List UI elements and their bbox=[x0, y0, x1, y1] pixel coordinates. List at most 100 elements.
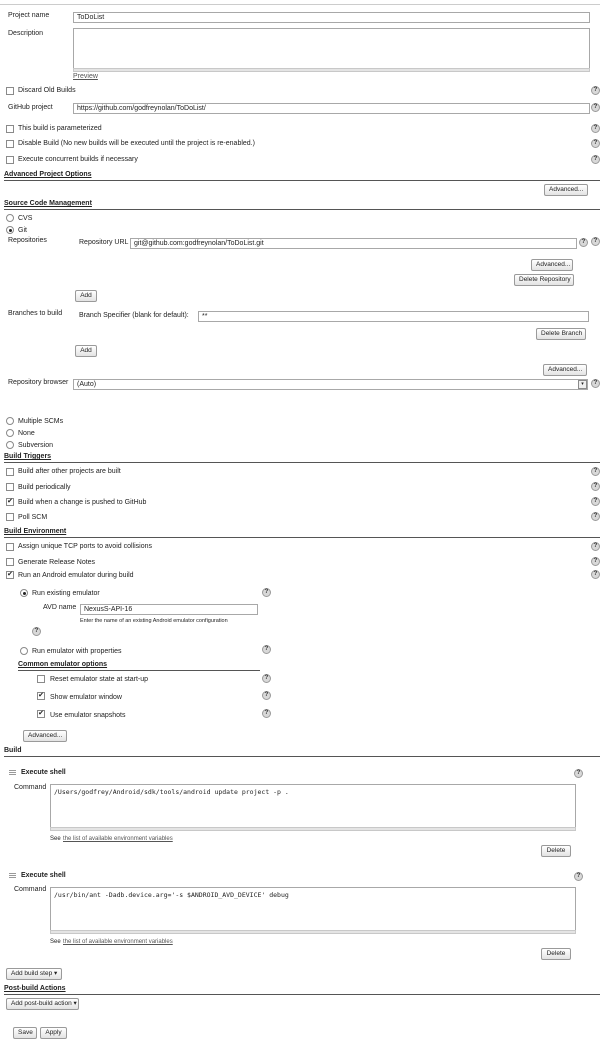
step1-resize-grip[interactable] bbox=[50, 827, 576, 831]
repository-browser-select[interactable]: (Auto) bbox=[73, 379, 588, 390]
delete-repository-button[interactable]: Delete Repository bbox=[514, 274, 574, 286]
step1-see-text: See bbox=[50, 836, 61, 842]
add-repository-button[interactable]: Add bbox=[75, 290, 97, 302]
step1-command-textarea[interactable]: /Users/godfrey/Android/sdk/tools/android… bbox=[50, 784, 576, 828]
step2-env-vars-link[interactable]: the list of available environment variab… bbox=[63, 939, 173, 945]
show-window-checkbox[interactable]: ✔ bbox=[37, 692, 45, 700]
repository-url-input[interactable]: git@github.com:godfreynolan/ToDoList.git bbox=[130, 238, 577, 249]
step2-delete-button[interactable]: Delete bbox=[541, 948, 571, 960]
save-button[interactable]: Save bbox=[13, 1027, 37, 1039]
discard-old-builds-checkbox[interactable] bbox=[6, 87, 14, 95]
help-icon[interactable]: ? bbox=[591, 467, 600, 476]
run-with-properties-radio[interactable] bbox=[20, 647, 28, 655]
help-icon[interactable]: ? bbox=[591, 103, 600, 112]
help-icon[interactable]: ? bbox=[262, 588, 271, 597]
common-emulator-options-heading: Common emulator options bbox=[18, 661, 108, 668]
build-triggers-heading: Build Triggers bbox=[4, 453, 52, 460]
chevron-down-icon[interactable]: ▾ bbox=[578, 380, 587, 389]
cvs-radio[interactable] bbox=[6, 214, 14, 222]
disable-build-label: Disable Build (No new builds will be exe… bbox=[18, 140, 255, 147]
section-divider bbox=[4, 180, 600, 181]
section-divider bbox=[4, 994, 600, 995]
github-project-input[interactable]: https://github.com/godfreynolan/ToDoList… bbox=[73, 103, 590, 114]
help-icon[interactable]: ? bbox=[591, 124, 600, 133]
repo-advanced-button[interactable]: Advanced... bbox=[531, 259, 573, 271]
help-icon[interactable]: ? bbox=[262, 709, 271, 718]
avd-name-input[interactable]: NexusS-API-16 bbox=[80, 604, 258, 615]
section-divider bbox=[4, 537, 600, 538]
post-build-heading: Post-build Actions bbox=[4, 985, 66, 992]
add-branch-button[interactable]: Add bbox=[75, 345, 97, 357]
help-icon[interactable]: ? bbox=[591, 237, 600, 246]
tcp-ports-checkbox[interactable] bbox=[6, 543, 14, 551]
branch-specifier-input[interactable]: ** bbox=[198, 311, 589, 322]
reset-state-checkbox[interactable] bbox=[37, 675, 45, 683]
preview-link[interactable]: Preview bbox=[73, 73, 98, 80]
help-icon[interactable]: ? bbox=[591, 570, 600, 579]
step1-command-label: Command bbox=[14, 784, 47, 791]
help-icon[interactable]: ? bbox=[262, 645, 271, 654]
help-icon[interactable]: ? bbox=[32, 627, 41, 636]
step1-title: Execute shell bbox=[21, 769, 66, 776]
step2-resize-grip[interactable] bbox=[50, 930, 576, 934]
help-icon[interactable]: ? bbox=[574, 769, 583, 778]
reset-state-label: Reset emulator state at start-up bbox=[50, 676, 149, 683]
multiple-scms-radio[interactable] bbox=[6, 417, 14, 425]
git-radio[interactable] bbox=[6, 226, 14, 234]
github-project-label: GitHub project bbox=[8, 104, 53, 111]
help-icon[interactable]: ? bbox=[591, 86, 600, 95]
drag-handle-icon[interactable] bbox=[9, 770, 16, 776]
add-build-step-button[interactable]: Add build step ▾ bbox=[6, 968, 62, 980]
step1-delete-button[interactable]: Delete bbox=[541, 845, 571, 857]
concurrent-builds-checkbox[interactable] bbox=[6, 156, 14, 164]
add-post-build-button[interactable]: Add post-build action ▾ bbox=[6, 998, 79, 1010]
delete-branch-button[interactable]: Delete Branch bbox=[536, 328, 586, 340]
show-window-label: Show emulator window bbox=[50, 694, 122, 701]
disable-build-checkbox[interactable] bbox=[6, 140, 14, 148]
discard-old-builds-label: Discard Old Builds bbox=[18, 87, 76, 94]
help-icon[interactable]: ? bbox=[591, 155, 600, 164]
emulator-advanced-button[interactable]: Advanced... bbox=[23, 730, 67, 742]
help-icon[interactable]: ? bbox=[579, 238, 588, 247]
build-periodically-checkbox[interactable] bbox=[6, 483, 14, 491]
scm-advanced-button[interactable]: Advanced... bbox=[543, 364, 587, 376]
description-textarea[interactable] bbox=[73, 28, 590, 69]
poll-scm-checkbox[interactable] bbox=[6, 513, 14, 521]
help-icon[interactable]: ? bbox=[262, 691, 271, 700]
advanced-button[interactable]: Advanced... bbox=[544, 184, 588, 196]
help-icon[interactable]: ? bbox=[591, 139, 600, 148]
repository-url-label: Repository URL bbox=[79, 239, 129, 246]
run-with-properties-label: Run emulator with properties bbox=[32, 648, 122, 655]
build-periodically-label: Build periodically bbox=[18, 484, 71, 491]
step1-env-vars-link[interactable]: the list of available environment variab… bbox=[63, 836, 173, 842]
project-name-input[interactable]: ToDoList bbox=[73, 12, 590, 23]
subversion-radio[interactable] bbox=[6, 441, 14, 449]
section-divider bbox=[18, 670, 260, 671]
android-emulator-checkbox[interactable]: ✔ bbox=[6, 571, 14, 579]
help-icon[interactable]: ? bbox=[591, 542, 600, 551]
git-label: Git bbox=[18, 227, 27, 234]
help-icon[interactable]: ? bbox=[591, 512, 600, 521]
drag-handle-icon[interactable] bbox=[9, 873, 16, 879]
run-existing-radio[interactable] bbox=[20, 589, 28, 597]
use-snapshots-checkbox[interactable]: ✔ bbox=[37, 710, 45, 718]
help-icon[interactable]: ? bbox=[574, 872, 583, 881]
description-resize-grip[interactable] bbox=[73, 68, 590, 72]
build-environment-heading: Build Environment bbox=[4, 528, 67, 535]
help-icon[interactable]: ? bbox=[262, 674, 271, 683]
apply-button[interactable]: Apply bbox=[40, 1027, 67, 1039]
none-radio[interactable] bbox=[6, 429, 14, 437]
repositories-label: Repositories bbox=[8, 237, 47, 244]
help-icon[interactable]: ? bbox=[591, 557, 600, 566]
github-push-checkbox[interactable]: ✔ bbox=[6, 498, 14, 506]
step2-see-text: See bbox=[50, 939, 61, 945]
release-notes-checkbox[interactable] bbox=[6, 558, 14, 566]
avd-name-label: AVD name bbox=[43, 604, 77, 611]
none-label: None bbox=[18, 430, 35, 437]
build-after-other-checkbox[interactable] bbox=[6, 468, 14, 476]
step2-command-textarea[interactable]: /usr/bin/ant -Dadb.device.arg='-s $ANDRO… bbox=[50, 887, 576, 931]
parameterized-checkbox[interactable] bbox=[6, 125, 14, 133]
help-icon[interactable]: ? bbox=[591, 497, 600, 506]
help-icon[interactable]: ? bbox=[591, 482, 600, 491]
help-icon[interactable]: ? bbox=[591, 379, 600, 388]
